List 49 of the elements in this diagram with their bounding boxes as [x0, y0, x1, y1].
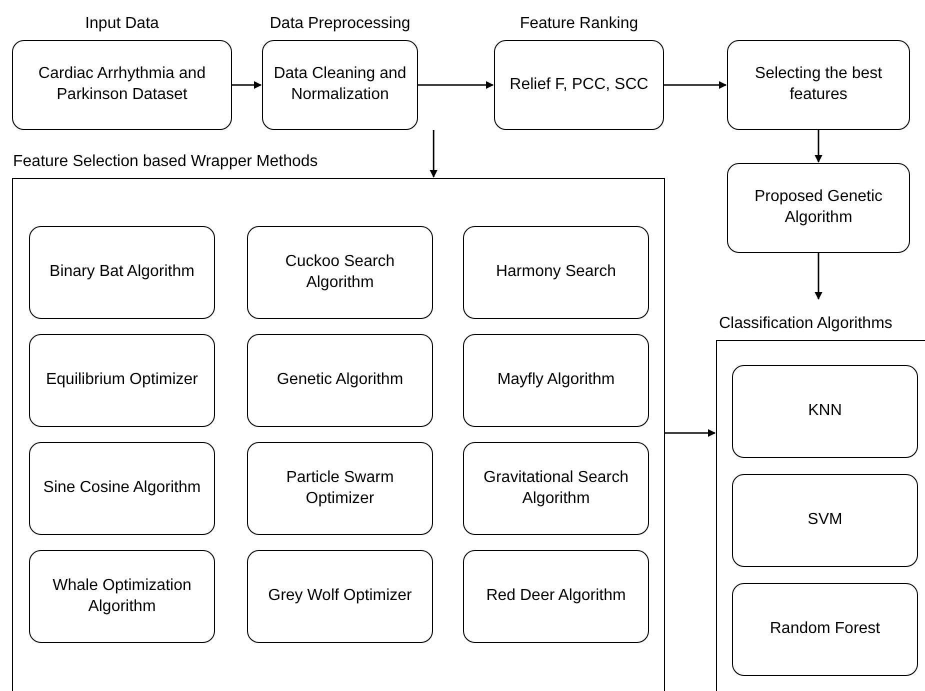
section-heading: Data Preprocessing — [268, 14, 412, 34]
box-label: Cardiac Arrhythmia and Parkinson Dataset — [37, 64, 207, 105]
process-box — [463, 226, 649, 319]
box-label: SVM — [808, 510, 842, 530]
box-label: Gravitational Search Algorithm — [482, 468, 630, 508]
box-label: Cuckoo Search Algorithm — [284, 252, 396, 292]
arrow — [664, 81, 727, 89]
arrow — [232, 81, 262, 89]
section-heading: Feature Selection based Wrapper Methods — [13, 152, 318, 172]
box-label: Relief F, PCC, SCC — [510, 74, 648, 95]
section-heading: Classification Algorithms — [719, 314, 892, 334]
process-box — [463, 550, 649, 643]
process-box — [732, 365, 918, 458]
arrow — [814, 130, 822, 163]
box-label: Data Cleaning and Normalization — [272, 64, 408, 105]
box-label: Grey Wolf Optimizer — [268, 586, 412, 606]
box-label: Random Forest — [770, 619, 880, 640]
process-box — [732, 583, 918, 676]
process-box — [29, 226, 215, 319]
process-box — [29, 334, 215, 427]
box-label: Genetic Algorithm — [276, 370, 404, 390]
box-label: Harmony Search — [496, 262, 616, 282]
box-label: Binary Bat Algorithm — [50, 262, 194, 282]
box-label: Equilibrium Optimizer — [46, 370, 198, 390]
box-label: Proposed Genetic Algorithm — [753, 187, 884, 228]
process-box — [727, 40, 910, 130]
box-label: Particle Swarm Optimizer — [285, 468, 395, 508]
process-box — [732, 474, 918, 567]
process-box — [29, 550, 215, 643]
process-box — [29, 442, 215, 535]
arrow — [430, 130, 438, 178]
box-label: Mayfly Algorithm — [497, 370, 615, 390]
box-label: Selecting the best features — [754, 64, 884, 105]
arrow — [814, 253, 822, 300]
process-box — [247, 442, 433, 535]
process-box — [247, 334, 433, 427]
box-label: Whale Optimization Algorithm — [52, 576, 192, 616]
process-box — [463, 442, 649, 535]
arrow — [665, 429, 716, 437]
box-label: KNN — [808, 401, 842, 422]
arrow — [418, 81, 494, 89]
box-label: Red Deer Algorithm — [486, 586, 626, 606]
process-box — [463, 334, 649, 427]
section-heading: Input Data — [84, 14, 160, 34]
section-heading: Feature Ranking — [518, 14, 640, 34]
process-box — [247, 550, 433, 643]
box-label: Sine Cosine Algorithm — [43, 478, 201, 498]
process-box — [727, 163, 910, 253]
process-box — [247, 226, 433, 319]
